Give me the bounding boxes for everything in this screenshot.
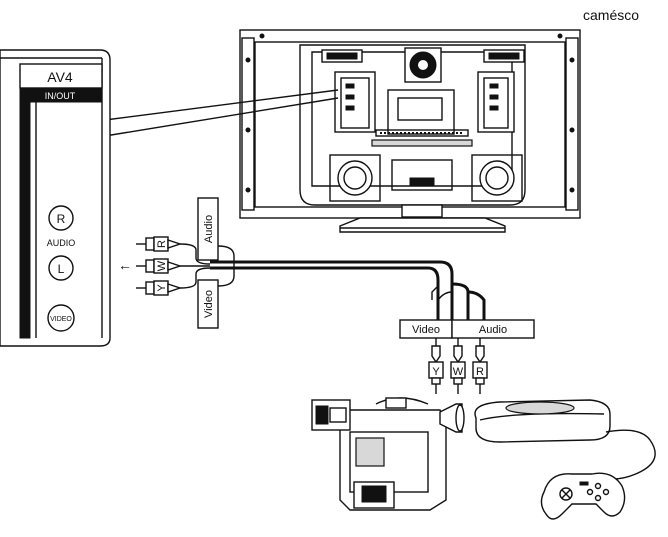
device-side-cable: Video Audio Y W R (399, 290, 535, 394)
panel-title: AV4 (47, 69, 73, 85)
video-jack (47, 304, 75, 332)
audio-l-label: L (58, 262, 65, 276)
device-plug-w: W (453, 366, 464, 378)
tv-plug-w: W (156, 260, 168, 271)
video-jack-label: VIDEO (50, 316, 72, 323)
av4-panel: AV4 IN/OUT R AUDIO L VIDEO (0, 49, 111, 347)
caption-text: camésco (583, 7, 639, 23)
device-plug-r: R (476, 366, 484, 378)
tv-rear-view (104, 29, 581, 233)
audio-label: AUDIO (47, 238, 76, 248)
direction-arrow: ← (118, 257, 132, 273)
device-audio-label: Audio (479, 324, 507, 336)
camcorder-illustration (311, 397, 465, 511)
audio-l-jack (48, 255, 74, 281)
tv-audio-label: Audio (203, 215, 215, 243)
tv-plug-r: R (156, 240, 168, 248)
audio-r-label: R (57, 212, 66, 226)
tv-side-cable: ← R W Y Audio Video (118, 197, 470, 329)
device-plug-y: Y (432, 366, 440, 378)
game-console-illustration (474, 399, 656, 520)
audio-r-jack (48, 205, 74, 231)
panel-subtitle: IN/OUT (45, 91, 76, 101)
tv-video-label: Video (203, 290, 215, 318)
tv-plug-y: Y (156, 284, 168, 292)
device-video-label: Video (412, 324, 440, 336)
